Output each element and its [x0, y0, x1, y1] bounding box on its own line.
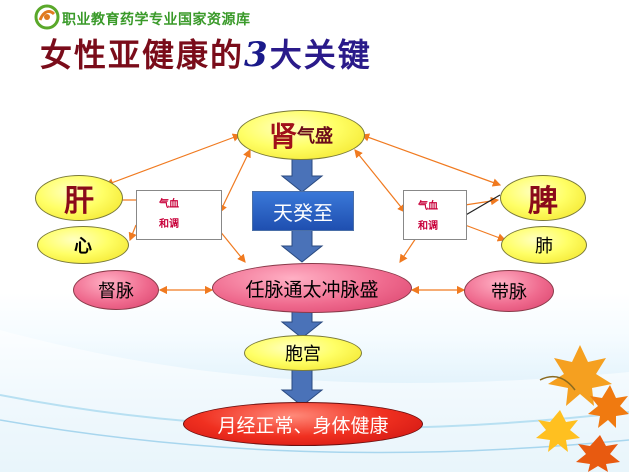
header-title: 职业教育药学专业国家资源库 [62, 12, 251, 28]
arrow-shen-pi [360, 133, 502, 187]
node-daimai: 带脉 [464, 270, 554, 312]
title-number: 3 [244, 35, 270, 75]
node-fei: 肺 [501, 226, 587, 264]
arrow-box-xin [128, 224, 137, 242]
node-shen-big: 肾 [268, 120, 297, 153]
arrow-baogong-result [280, 367, 324, 407]
title-main: 女性亚健康的 [40, 36, 245, 74]
page-title: 女性亚健康的3大关键 [40, 30, 372, 76]
node-dumai: 督脉 [73, 270, 159, 310]
node-shen-rest: 气盛 [297, 126, 333, 147]
side-box-left-line1: 气血 [159, 199, 179, 210]
node-shen: 肾气盛 [237, 110, 365, 160]
node-result: 月经正常、身体健康 [183, 402, 423, 446]
arrow-renmai-baogong [280, 311, 324, 339]
arrow-box-fei [464, 224, 507, 242]
side-box-right-line2: 和调 [418, 221, 438, 232]
side-box-right-line1: 气血 [418, 201, 438, 212]
school-logo-icon [34, 4, 60, 30]
title-suffix: 大关键 [269, 36, 372, 74]
arrow-shen-leftbox [219, 148, 251, 214]
arrow-box-pi [464, 196, 500, 206]
node-pi: 脾 [500, 175, 586, 221]
arrow-tiangui-renmai [280, 227, 324, 263]
node-xin: 心 [37, 226, 129, 264]
arrow-shen-rightbox [354, 149, 406, 213]
node-tiangui: 天癸至 [252, 191, 354, 231]
side-box-left-line2: 和调 [159, 219, 179, 230]
side-box-left: 气血 和调 [136, 190, 222, 240]
node-gan: 肝 [35, 175, 123, 221]
node-baogong: 胞宫 [244, 335, 362, 371]
node-renmai: 任脉通太冲脉盛 [212, 263, 412, 313]
arrow-shen-tiangui [280, 156, 324, 193]
arrow-shen-gan [104, 133, 242, 187]
side-box-right: 气血 和调 [403, 190, 467, 240]
